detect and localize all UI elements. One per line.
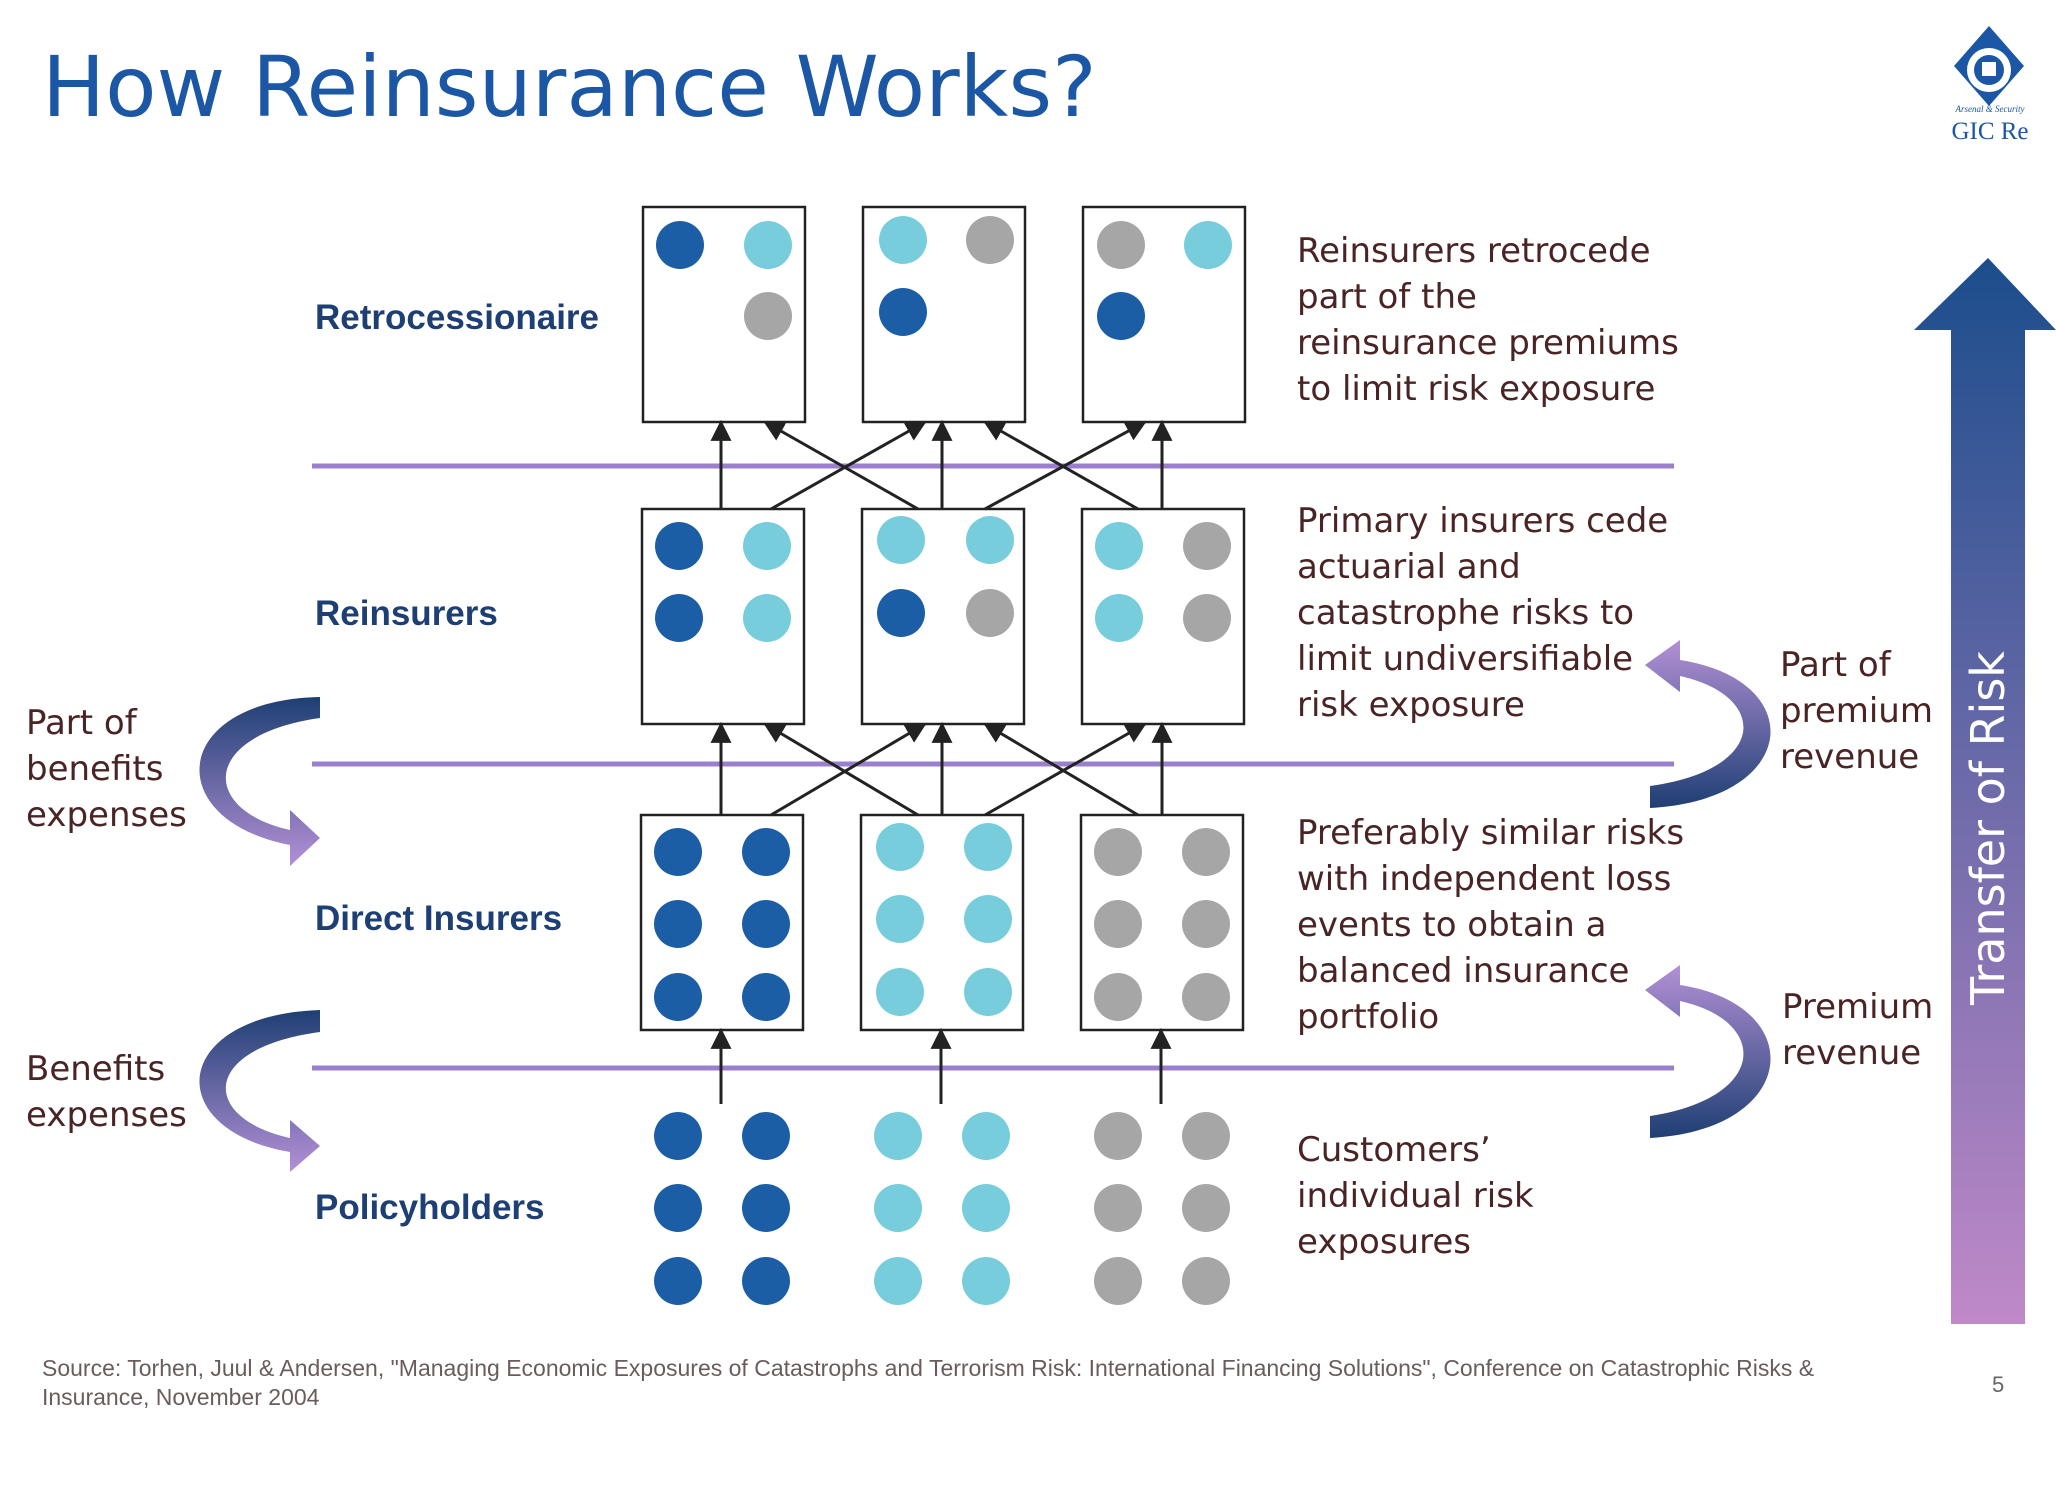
logo-caption: GIC Re (1951, 118, 2029, 145)
description-policyholders: Customers’ individual risk exposures (1297, 1130, 1534, 1262)
risk-dot (654, 900, 702, 948)
left-flow-label-part-of-benefits: Part of benefits expenses (26, 703, 187, 835)
risk-dot (879, 216, 927, 264)
risk-dot (877, 589, 925, 637)
risk-dot (742, 1184, 790, 1232)
risk-dot (1183, 522, 1231, 570)
left-curved-arrow-benefits (199, 1010, 320, 1172)
right-flow-label-part-of-premium: Part of premium revenue (1780, 645, 1933, 777)
risk-dot (654, 1112, 702, 1160)
risk-dot (964, 968, 1012, 1016)
page-number: 5 (1992, 1372, 2005, 1397)
risk-dot (742, 828, 790, 876)
risk-dot (879, 288, 927, 336)
risk-dot (1182, 1112, 1230, 1160)
risk-dot (744, 221, 792, 269)
risk-dot (877, 516, 925, 564)
risk-dot (1184, 221, 1232, 269)
flow-arrow (984, 722, 1147, 817)
risk-dot (655, 522, 703, 570)
risk-dot (743, 522, 791, 570)
risk-dot (962, 1184, 1010, 1232)
risk-dot (1182, 828, 1230, 876)
gic-re-logo-icon (1954, 26, 2024, 106)
level-label-reinsurers: Reinsurers (315, 594, 498, 633)
flow-arrow (983, 722, 1139, 817)
flow-arrow (763, 722, 919, 817)
right-curved-arrow-premium (1645, 965, 1771, 1138)
right-flow-label-premium: Premium revenue (1782, 987, 1934, 1073)
flow-arrow (984, 420, 1147, 511)
page-title: How Reinsurance Works? (42, 38, 1097, 136)
level-label-direct-insurers: Direct Insurers (315, 899, 563, 938)
risk-dot (964, 823, 1012, 871)
risk-dot (876, 968, 924, 1016)
risk-dot (742, 900, 790, 948)
risk-dot (876, 823, 924, 871)
risk-dot (966, 216, 1014, 264)
risk-dot (1095, 594, 1143, 642)
source-citation: Source: Torhen, Juul & Andersen, "Managi… (42, 1355, 1815, 1410)
risk-dot (742, 973, 790, 1021)
transfer-of-risk-arrow (1914, 258, 2056, 1324)
risk-dot (962, 1112, 1010, 1160)
risk-dot (654, 1184, 702, 1232)
risk-dot (1183, 594, 1231, 642)
description-retrocessionaire: Reinsurers retrocede part of the reinsur… (1297, 231, 1679, 409)
level-label-retrocessionaire: Retrocessionaire (315, 298, 600, 337)
risk-dot (654, 828, 702, 876)
risk-dot (1095, 522, 1143, 570)
risk-dot (962, 1257, 1010, 1305)
risk-dot (876, 895, 924, 943)
risk-dot (1094, 900, 1142, 948)
left-curved-arrow-benefits-part (199, 697, 320, 866)
risk-dot (1094, 973, 1142, 1021)
risk-dot (1094, 1184, 1142, 1232)
flow-arrow (983, 420, 1139, 511)
risk-dot (655, 594, 703, 642)
risk-dot (874, 1112, 922, 1160)
risk-dot (874, 1257, 922, 1305)
risk-dot (874, 1184, 922, 1232)
risk-dot (654, 973, 702, 1021)
risk-dot (742, 1112, 790, 1160)
risk-dot (964, 895, 1012, 943)
flow-arrow (770, 722, 927, 817)
risk-dot (1097, 221, 1145, 269)
risk-dot (1094, 828, 1142, 876)
risk-dot (966, 589, 1014, 637)
risk-dot (1182, 1257, 1230, 1305)
risk-dot (1182, 1184, 1230, 1232)
risk-dot (742, 1257, 790, 1305)
transfer-of-risk-label: Transfer of Risk (1961, 651, 2015, 1005)
flow-arrow (763, 420, 919, 511)
risk-dot (1094, 1257, 1142, 1305)
risk-dot (1094, 1112, 1142, 1160)
level-label-policyholders: Policyholders (315, 1188, 545, 1227)
risk-dot (1182, 900, 1230, 948)
risk-dot (966, 516, 1014, 564)
risk-dot (743, 594, 791, 642)
right-curved-arrow-premium-part (1645, 640, 1771, 808)
left-flow-label-benefits: Benefits expenses (26, 1049, 187, 1135)
risk-dot (1182, 973, 1230, 1021)
risk-dot (744, 292, 792, 340)
description-direct-insurers: Preferably similar risks with independen… (1297, 813, 1685, 1037)
risk-dot (654, 1257, 702, 1305)
logo-tagline: Arsenal & Security (1955, 104, 2025, 114)
flow-arrow (770, 420, 927, 511)
description-reinsurers: Primary insurers cede actuarial and cata… (1297, 501, 1669, 725)
risk-dot (656, 221, 704, 269)
risk-dot (1097, 292, 1145, 340)
